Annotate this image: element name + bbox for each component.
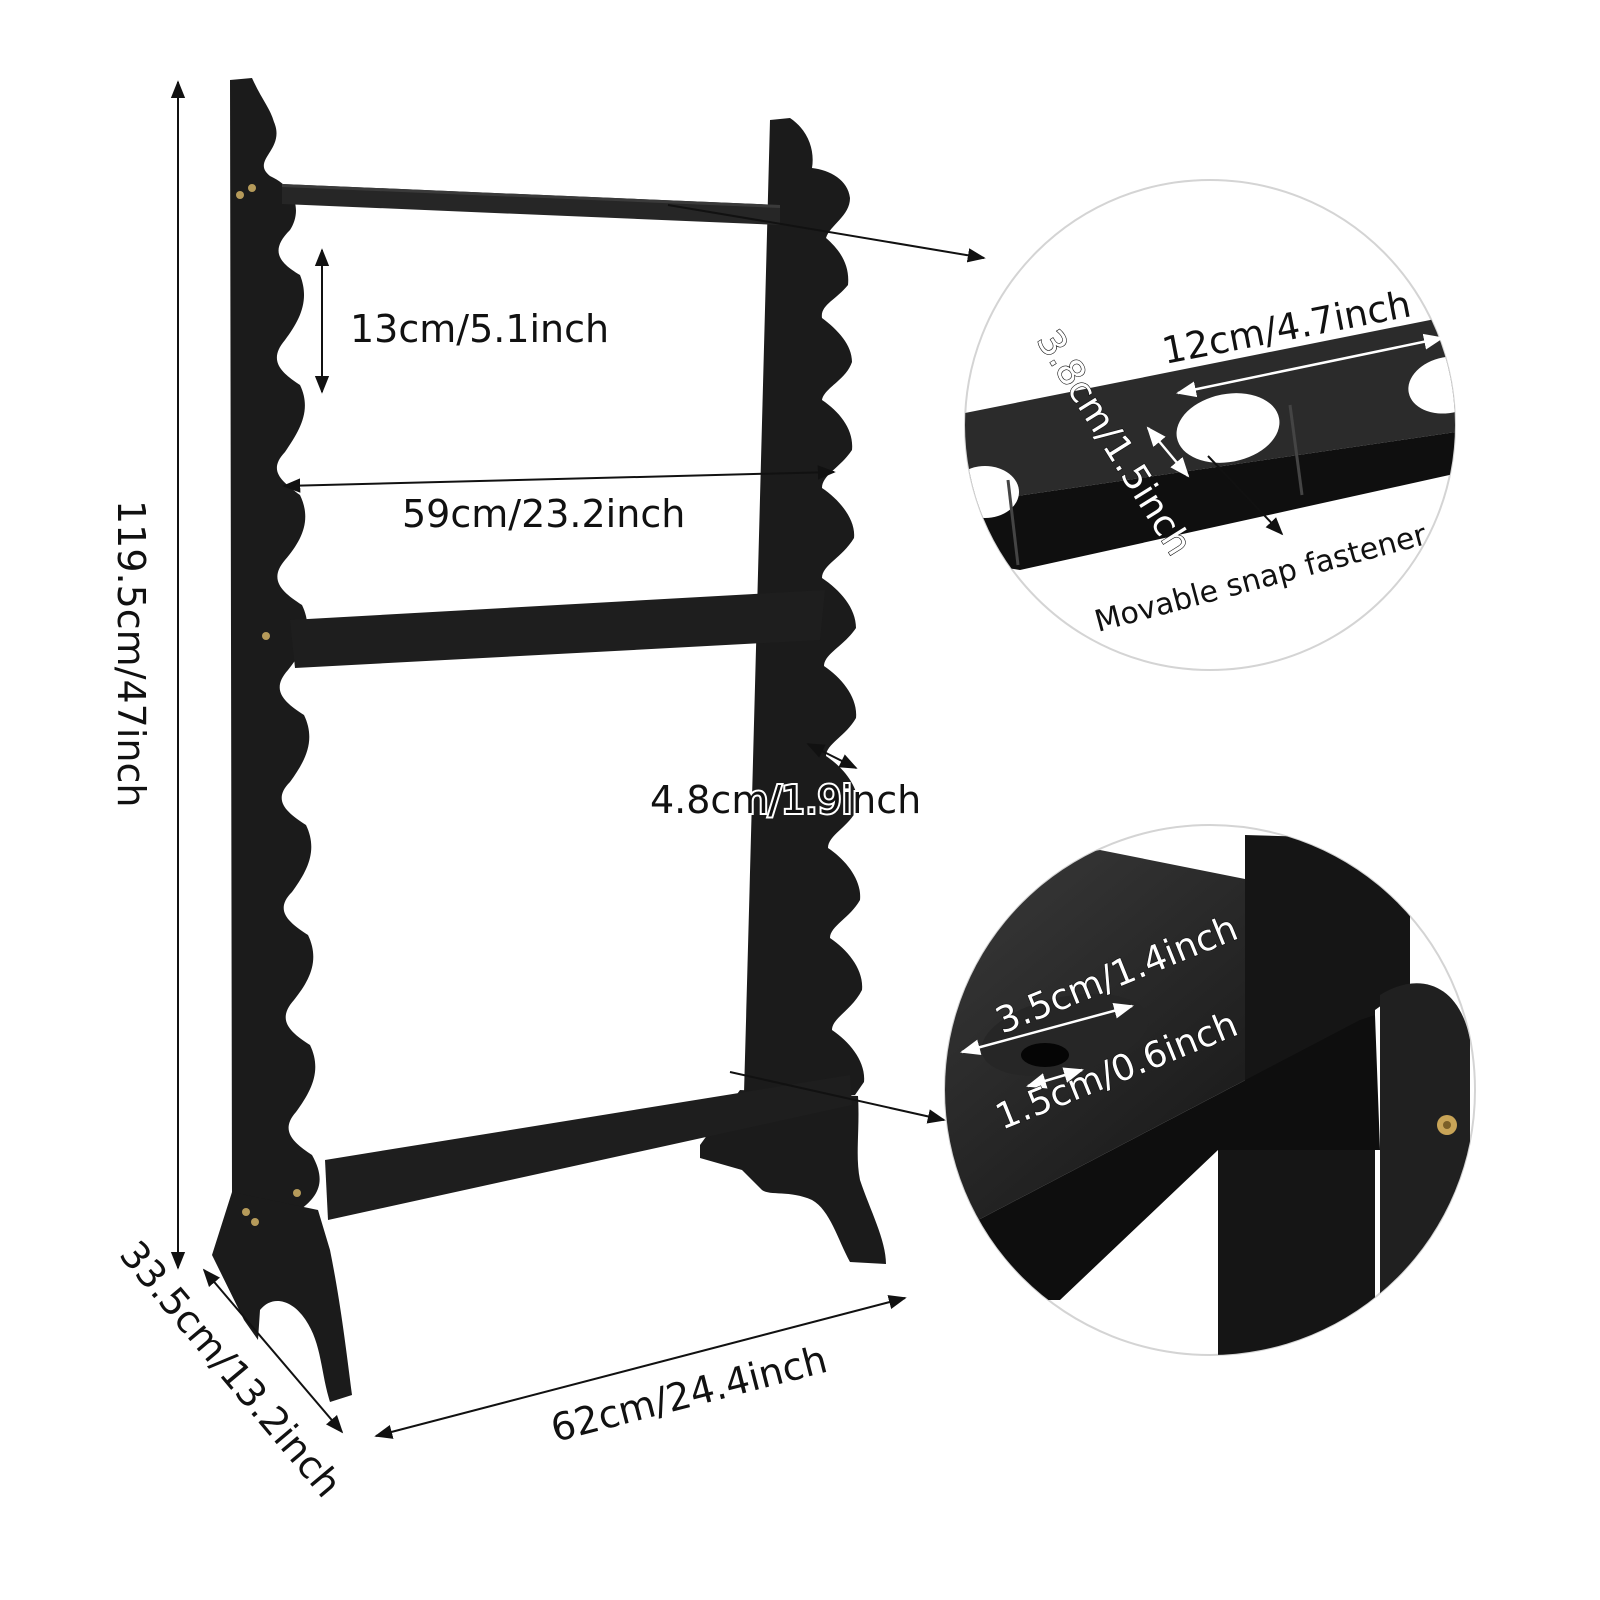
sword-rack [212,78,886,1402]
width-dimension: 62cm/24.4inch [374,1295,907,1451]
bottom-detail-leader [729,1071,946,1124]
inner-width-dimension: 59cm/23.2inch [282,465,836,536]
foot-joint-detail-circle: 3.5cm/1.4inch 1.5cm/0.6inch [944,824,1476,1356]
top-detail-leader [667,204,986,263]
height-dimension: 119.5cm/47inch [109,80,186,1270]
left-upright [230,78,320,1220]
bottom-crossbar [325,1075,852,1220]
top-crossbar-detail-circle: 12cm/4.7inch 3.8cm/1.5inch Movable snap … [964,179,1456,671]
top-slotted-crossbar [282,184,780,225]
inner-width-label: 59cm/23.2inch [402,492,685,536]
height-label: 119.5cm/47inch [109,500,153,807]
slot-spacing-dimension: 13cm/5.1inch [314,248,609,394]
slot-spacing-label: 13cm/5.1inch [350,307,609,351]
slot-width-label: 4.8cm/1.9inch [650,778,921,822]
screw-heads [236,184,301,1226]
slot-width-dimension: 4.8cm/1.9inch [648,743,923,824]
middle-crossbar [290,590,825,668]
right-foot [700,1090,886,1264]
